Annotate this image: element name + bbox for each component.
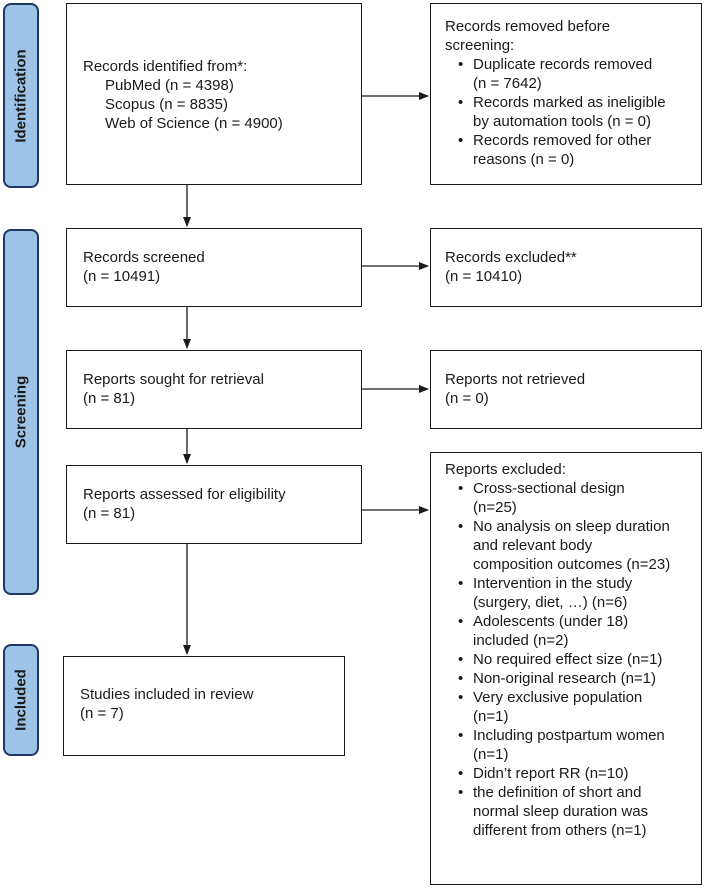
excluded-item-adolescents: Adolescents (under 18) included (n=2)	[445, 612, 701, 650]
records-removed-box: Records removed before screening: Duplic…	[430, 3, 702, 185]
studies-included-title: Studies included in review	[80, 686, 254, 703]
excluded-item-exclusive-population: Very exclusive population (n=1)	[445, 688, 701, 726]
stage-tab-screening: Screening	[3, 229, 39, 595]
records-excluded-box: Records excluded** (n = 10410)	[430, 228, 702, 307]
records-excluded-count: (n = 10410)	[445, 268, 523, 285]
records-screened-title: Records screened	[83, 249, 205, 266]
excluded-item-no-effect-size: No required effect size (n=1)	[445, 650, 701, 669]
reports-not-retrieved-title: Reports not retrieved	[445, 371, 586, 388]
source-pubmed: PubMed (n = 4398)	[105, 77, 234, 94]
reports-sought-count: (n = 81)	[83, 390, 136, 407]
source-scopus: Scopus (n = 8835)	[105, 96, 228, 113]
excluded-item-non-original: Non-original research (n=1)	[445, 669, 701, 688]
excluded-item-no-analysis: No analysis on sleep duration and releva…	[445, 517, 701, 574]
reports-sought-box: Reports sought for retrieval (n = 81)	[66, 350, 362, 429]
reports-sought-title: Reports sought for retrieval	[83, 371, 264, 388]
records-identified-title: Records identified from*:	[83, 58, 248, 75]
reports-assessed-title: Reports assessed for eligibility	[83, 486, 286, 503]
excluded-item-cross-sectional: Cross-sectional design (n=25)	[445, 479, 701, 517]
reports-not-retrieved-count: (n = 0)	[445, 390, 489, 407]
stage-tab-identification: Identification	[3, 3, 39, 188]
records-excluded-title: Records excluded**	[445, 249, 577, 266]
records-identified-box: Records identified from*: PubMed (n = 43…	[66, 3, 362, 185]
removed-item-other: Records removed for other reasons (n = 0…	[445, 131, 701, 169]
excluded-item-no-rr: Didn’t report RR (n=10)	[445, 764, 701, 783]
studies-included-box: Studies included in review (n = 7)	[63, 656, 345, 756]
reports-assessed-count: (n = 81)	[83, 505, 136, 522]
reports-excluded-title: Reports excluded:	[445, 461, 566, 478]
studies-included-count: (n = 7)	[80, 705, 124, 722]
records-screened-box: Records screened (n = 10491)	[66, 228, 362, 307]
removed-item-ineligible: Records marked as ineligible by automati…	[445, 93, 701, 131]
records-removed-title-line1: Records removed before	[445, 18, 611, 35]
source-web-of-science: Web of Science (n = 4900)	[105, 115, 283, 132]
reports-excluded-box: Reports excluded: Cross-sectional design…	[430, 452, 702, 885]
excluded-item-definition: the definition of short and normal sleep…	[445, 783, 701, 840]
removed-item-duplicates: Duplicate records removed (n = 7642)	[445, 55, 701, 93]
records-removed-title-line2: screening:	[445, 37, 515, 54]
excluded-item-postpartum: Including postpartum women (n=1)	[445, 726, 701, 764]
reports-not-retrieved-box: Reports not retrieved (n = 0)	[430, 350, 702, 429]
excluded-item-intervention: Intervention in the study (surgery, diet…	[445, 574, 701, 612]
stage-tab-included: Included	[3, 644, 39, 756]
records-screened-count: (n = 10491)	[83, 268, 161, 285]
reports-assessed-box: Reports assessed for eligibility (n = 81…	[66, 465, 362, 544]
